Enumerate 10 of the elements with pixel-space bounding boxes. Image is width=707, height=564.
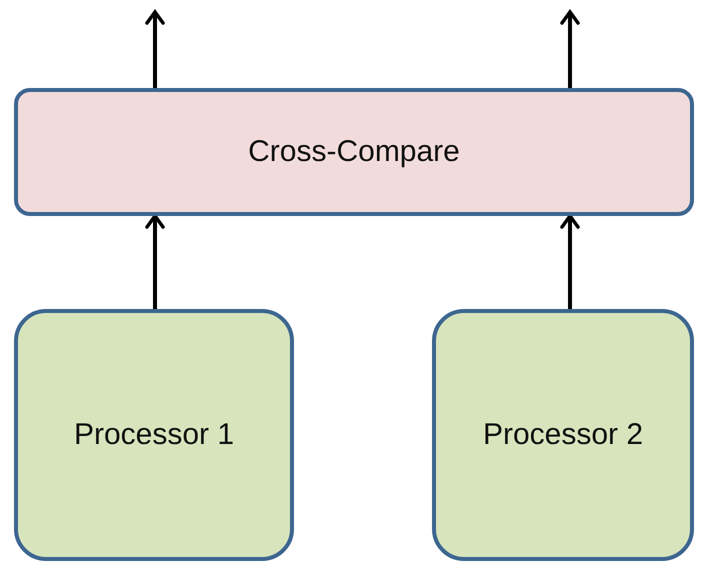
processor-box	[432, 309, 694, 561]
process-box	[14, 88, 694, 216]
box-label: Cross-Compare	[248, 134, 460, 170]
box-label: Processor 1	[74, 417, 234, 454]
box-label: Processor 2	[482, 417, 644, 454]
arrow	[145, 214, 165, 309]
arrow	[145, 10, 165, 88]
processor-box	[14, 309, 294, 561]
arrow	[560, 10, 580, 88]
arrow	[560, 214, 580, 309]
